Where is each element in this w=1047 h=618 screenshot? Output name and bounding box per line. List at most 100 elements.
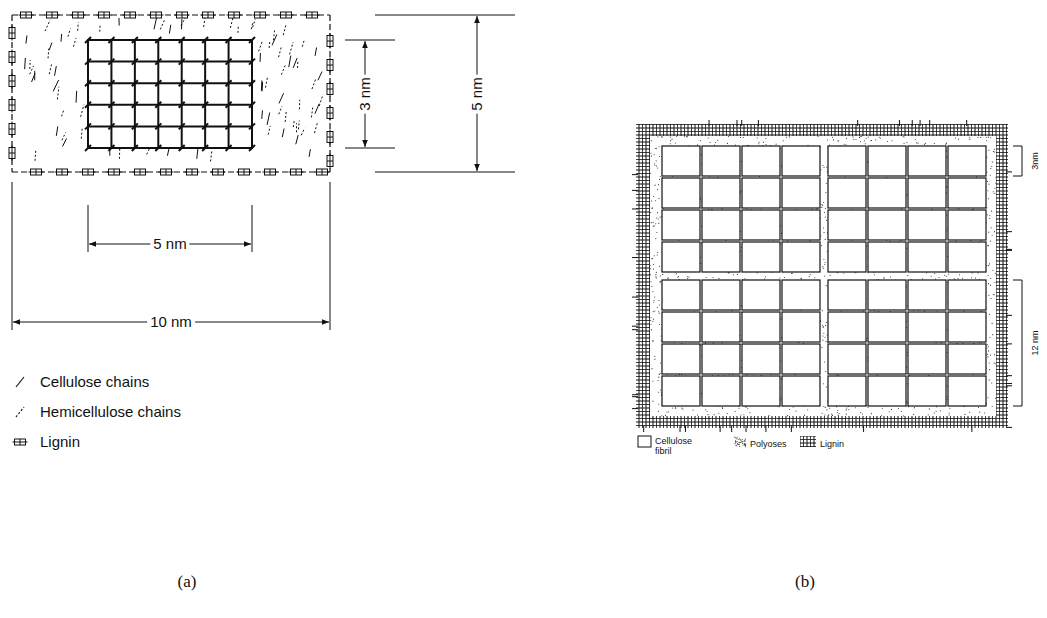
polyose-dot bbox=[800, 278, 801, 279]
polyose-dot bbox=[677, 277, 678, 278]
cellulose-chain bbox=[179, 80, 185, 86]
lignin-stroke bbox=[632, 297, 638, 298]
polyose-dot bbox=[658, 218, 659, 219]
polyose-dot bbox=[650, 320, 651, 321]
polyose-dot bbox=[712, 277, 713, 278]
lignin-stroke bbox=[863, 426, 864, 432]
hemicellulose-chain bbox=[279, 106, 282, 114]
polyose-dot bbox=[988, 275, 989, 276]
polyose-dot bbox=[994, 193, 995, 194]
polyose-dot bbox=[652, 258, 653, 259]
hemicellulose-chain bbox=[274, 30, 275, 40]
polyose-dot bbox=[650, 173, 651, 174]
polyose-dot bbox=[846, 138, 847, 139]
polyose-dot bbox=[828, 414, 829, 415]
polyose-dot bbox=[846, 407, 847, 408]
polyose-dot bbox=[855, 407, 856, 408]
polyose-dot bbox=[650, 153, 651, 154]
cellulose-chain bbox=[249, 123, 255, 129]
polyose-dot bbox=[657, 254, 658, 255]
polyose-dot bbox=[658, 311, 659, 312]
drawn-line bbox=[375, 15, 515, 16]
polyose-dot bbox=[666, 411, 667, 412]
hemicellulose-chain bbox=[299, 100, 300, 109]
polyose-dot bbox=[657, 167, 658, 168]
hemicellulose-chain bbox=[272, 34, 277, 45]
lignin-stroke bbox=[1006, 383, 1012, 384]
cellulose-chain bbox=[226, 37, 232, 43]
cellulose-chain bbox=[226, 145, 232, 151]
hemicellulose-chain bbox=[25, 35, 27, 43]
polyose-dot bbox=[791, 273, 792, 274]
drawn-line bbox=[159, 172, 174, 173]
polyose-dot bbox=[654, 185, 655, 186]
hemicellulose-chain bbox=[259, 42, 263, 52]
cellulose-chain bbox=[204, 40, 206, 148]
cellulose-chain bbox=[132, 59, 138, 65]
lignin-border bbox=[11, 15, 12, 172]
cellulose-chain bbox=[132, 37, 138, 43]
lignin-border bbox=[12, 14, 330, 15]
polyose-dot bbox=[890, 276, 891, 277]
lignin-stroke bbox=[899, 120, 900, 126]
polyose-dot bbox=[681, 408, 682, 409]
polyose-dot bbox=[989, 379, 990, 380]
cellulose-chain bbox=[85, 59, 91, 65]
cellulose-chain bbox=[226, 123, 232, 129]
polyose-dot bbox=[659, 374, 660, 375]
polyose-dot bbox=[830, 275, 831, 276]
polyose-dot bbox=[670, 136, 671, 137]
cellulose-chain bbox=[108, 80, 114, 86]
polyose-dot bbox=[659, 313, 660, 314]
lignin-border bbox=[12, 171, 330, 172]
polyose-dot bbox=[986, 137, 987, 138]
polyose-dot bbox=[865, 143, 866, 144]
hemicellulose-chain bbox=[315, 104, 319, 114]
drawn-line bbox=[123, 15, 138, 16]
polyose-dot bbox=[954, 278, 955, 279]
polyose-dot bbox=[964, 414, 965, 415]
polyose-dot bbox=[898, 408, 899, 409]
hemicellulose-chain bbox=[29, 60, 30, 69]
polyose-dot bbox=[845, 144, 846, 145]
polyose-dot bbox=[975, 278, 976, 279]
lignin-stroke bbox=[632, 326, 638, 327]
lignin-stroke bbox=[857, 120, 858, 126]
polyose-dot bbox=[990, 355, 991, 356]
polyose-dot bbox=[868, 136, 869, 137]
hemicellulose-chain bbox=[261, 110, 263, 119]
polyose-stipple bbox=[650, 136, 997, 417]
cellulose-chain bbox=[85, 80, 91, 86]
cellulose-chain bbox=[155, 102, 161, 108]
polyose-dot bbox=[838, 413, 839, 414]
lignin-stroke bbox=[720, 426, 721, 432]
polyose-dot bbox=[710, 142, 711, 143]
lignin-stroke bbox=[731, 426, 732, 432]
polyose-dot bbox=[744, 278, 745, 279]
polyose-dot bbox=[660, 373, 661, 374]
polyose-dot bbox=[866, 138, 867, 139]
hemicellulose-chain bbox=[76, 91, 78, 103]
polyose-dot bbox=[722, 407, 723, 408]
polyose-dot bbox=[987, 214, 988, 215]
drawn-line bbox=[97, 15, 112, 16]
lignin-stroke bbox=[1006, 171, 1012, 172]
polyose-dot bbox=[697, 144, 698, 145]
drawn-line bbox=[12, 98, 13, 113]
polyose-dot bbox=[654, 310, 655, 311]
lignin-stroke bbox=[632, 396, 638, 397]
polyose-dot bbox=[991, 211, 992, 212]
polyose-dot bbox=[989, 314, 990, 315]
polyose-dot bbox=[995, 363, 996, 364]
cellulose-chain-symbol bbox=[16, 377, 24, 387]
polyose-dot bbox=[826, 167, 827, 168]
polyose-dot bbox=[946, 276, 947, 277]
hemicellulose-chain bbox=[62, 132, 66, 140]
lignin-stroke bbox=[736, 120, 737, 126]
polyose-dot bbox=[987, 245, 988, 246]
cellulose-chain bbox=[155, 80, 161, 86]
polyose-dot bbox=[904, 143, 905, 144]
polyose-dot bbox=[757, 137, 758, 138]
drawn-line bbox=[211, 172, 226, 173]
